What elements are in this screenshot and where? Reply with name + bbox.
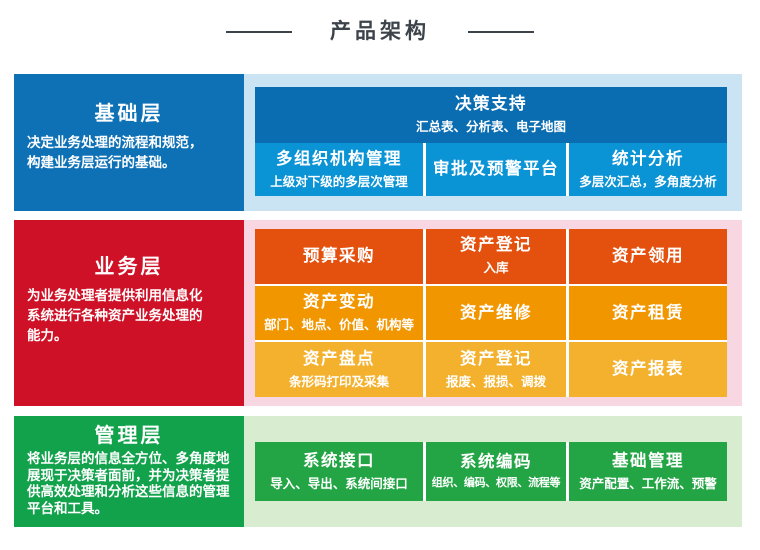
card-subtitle: 条形码打印及采集 <box>288 373 389 389</box>
page-header: 产品架构 <box>0 0 760 43</box>
management-rows: 系统接口 导入、导出、系统间接口 系统编码 组织、编码、权限、流程等 基础管理 … <box>255 442 727 502</box>
card-subtitle: 组织、编码、权限、流程等 <box>431 476 561 490</box>
card-subtitle: 导入、导出、系统间接口 <box>270 475 408 491</box>
card-subtitle: 资产配置、工作流、预警 <box>579 475 717 491</box>
card-subtitle: 入库 <box>483 260 509 276</box>
card-title: 统计分析 <box>612 148 684 168</box>
foundation-layer-title: 基础层 <box>94 101 164 126</box>
page-title: 产品架构 <box>330 19 430 43</box>
foundation-band: 决策支持 汇总表、分析表、电子地图 多组织机构管理 上级对下级的多层次管理 审批… <box>244 74 742 212</box>
card-title: 资产维修 <box>460 302 532 322</box>
card-asset-report: 资产报表 <box>569 342 727 398</box>
card-asset-maintenance: 资产维修 <box>426 285 566 341</box>
business-grid-row2: 资产变动 部门、地点、价值、机构等 资产维修 资产租赁 <box>255 285 727 341</box>
card-asset-registration-disposal: 资产登记 报废、报损、调拨 <box>426 342 566 398</box>
card-subtitle: 上级对下级的多层次管理 <box>270 173 408 189</box>
business-grid-row3: 资产盘点 条形码打印及采集 资产登记 报废、报损、调拨 资产报表 <box>255 342 727 398</box>
management-band: 系统接口 导入、导出、系统间接口 系统编码 组织、编码、权限、流程等 基础管理 … <box>244 416 742 528</box>
title-right-line <box>468 30 534 33</box>
foundation-grid: 多组织机构管理 上级对下级的多层次管理 审批及预警平台 统计分析 多层次汇总，多… <box>255 143 727 197</box>
business-rows: 预算采购 资产登记 入库 资产领用 资产变动 部门、地点、价值、机构等 <box>255 229 727 398</box>
management-grid: 系统接口 导入、导出、系统间接口 系统编码 组织、编码、权限、流程等 基础管理 … <box>255 442 727 502</box>
card-system-interface: 系统接口 导入、导出、系统间接口 <box>255 442 423 502</box>
card-statistical-analysis: 统计分析 多层次汇总，多角度分析 <box>569 143 727 197</box>
card-asset-inventory: 资产盘点 条形码打印及采集 <box>255 342 423 398</box>
management-layer-title: 管理层 <box>94 423 164 448</box>
business-panel: 业务层 为业务处理者提供利用信息化 系统进行各种资产业务处理的 能力。 <box>14 220 244 407</box>
business-grid-row1: 预算采购 资产登记 入库 资产领用 <box>255 229 727 284</box>
card-decision-support: 决策支持 汇总表、分析表、电子地图 <box>255 87 727 144</box>
title-left-line <box>226 30 292 33</box>
business-layer-description: 为业务处理者提供利用信息化 系统进行各种资产业务处理的 能力。 <box>27 288 203 345</box>
card-subtitle: 报废、报损、调拨 <box>445 373 546 389</box>
card-title: 系统编码 <box>460 452 532 472</box>
card-multi-org-management: 多组织机构管理 上级对下级的多层次管理 <box>255 143 423 197</box>
management-layer-description: 将业务层的信息全方位、多角度地 展现于决策者面前，并为决策者提 供高效处理和分析… <box>27 451 230 517</box>
card-asset-requisition: 资产领用 <box>569 229 727 284</box>
card-title: 资产变动 <box>303 292 375 312</box>
card-title: 资产登记 <box>460 235 532 255</box>
card-title: 审批及预警平台 <box>433 159 559 179</box>
foundation-layer-description: 决定业务处理的流程和规范， 构建业务层运行的基础。 <box>27 135 203 172</box>
layer-foundation: 基础层 决定业务处理的流程和规范， 构建业务层运行的基础。 决策支持 汇总表、分… <box>14 74 742 212</box>
foundation-rows: 决策支持 汇总表、分析表、电子地图 多组织机构管理 上级对下级的多层次管理 审批… <box>255 87 727 197</box>
business-band: 预算采购 资产登记 入库 资产领用 资产变动 部门、地点、价值、机构等 <box>244 220 742 407</box>
business-layer-title: 业务层 <box>94 254 164 279</box>
card-title: 预算采购 <box>303 245 375 265</box>
card-approval-warning-platform: 审批及预警平台 <box>426 143 566 197</box>
card-title: 资产报表 <box>612 359 684 379</box>
card-title: 决策支持 <box>455 94 527 114</box>
card-title: 资产登记 <box>460 348 532 368</box>
card-asset-registration-inbound: 资产登记 入库 <box>426 229 566 284</box>
card-title: 资产盘点 <box>303 348 375 368</box>
layer-management: 管理层 将业务层的信息全方位、多角度地 展现于决策者面前，并为决策者提 供高效处… <box>14 416 742 528</box>
card-title: 资产领用 <box>612 245 684 265</box>
card-asset-change: 资产变动 部门、地点、价值、机构等 <box>255 285 423 341</box>
card-system-coding: 系统编码 组织、编码、权限、流程等 <box>426 442 566 502</box>
card-subtitle: 多层次汇总，多角度分析 <box>579 173 717 189</box>
management-panel: 管理层 将业务层的信息全方位、多角度地 展现于决策者面前，并为决策者提 供高效处… <box>14 416 244 528</box>
layer-business: 业务层 为业务处理者提供利用信息化 系统进行各种资产业务处理的 能力。 预算采购… <box>14 220 742 407</box>
card-subtitle: 汇总表、分析表、电子地图 <box>415 119 566 135</box>
card-title: 多组织机构管理 <box>276 148 402 168</box>
card-title: 系统接口 <box>303 450 375 470</box>
card-basic-management: 基础管理 资产配置、工作流、预警 <box>569 442 727 502</box>
card-subtitle: 部门、地点、价值、机构等 <box>263 317 414 333</box>
card-title: 基础管理 <box>612 450 684 470</box>
card-asset-leasing: 资产租赁 <box>569 285 727 341</box>
card-title: 资产租赁 <box>612 302 684 322</box>
card-budget-procurement: 预算采购 <box>255 229 423 284</box>
foundation-panel: 基础层 决定业务处理的流程和规范， 构建业务层运行的基础。 <box>14 74 244 212</box>
